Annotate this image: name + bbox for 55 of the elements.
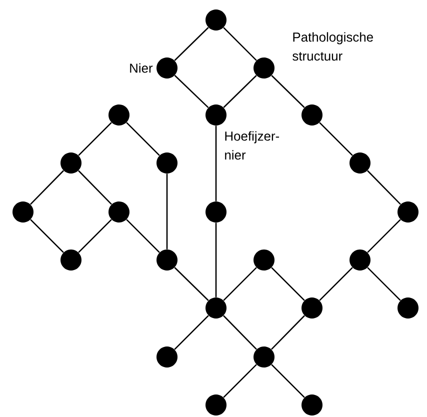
connector-line bbox=[174, 315, 209, 350]
connector-line bbox=[367, 267, 401, 301]
connector-line bbox=[126, 122, 160, 156]
dot bbox=[156, 58, 178, 78]
connector-line bbox=[319, 267, 353, 301]
connector-line bbox=[223, 27, 257, 61]
dot bbox=[302, 394, 322, 416]
connector-line bbox=[223, 315, 257, 350]
connector-line bbox=[271, 364, 305, 398]
dot bbox=[206, 104, 226, 126]
connector-line bbox=[78, 219, 112, 253]
connector-line bbox=[166, 174, 168, 250]
dot bbox=[108, 104, 130, 126]
dot bbox=[398, 202, 418, 222]
connector-line bbox=[174, 74, 209, 108]
connector-line bbox=[126, 219, 160, 253]
connector-line bbox=[223, 75, 257, 108]
connector-line bbox=[30, 219, 64, 253]
connector-line bbox=[78, 170, 112, 205]
dot bbox=[206, 394, 226, 416]
connector-line bbox=[319, 122, 353, 156]
connector-line bbox=[367, 219, 401, 253]
node-label: Hoefijzer- nier bbox=[225, 131, 280, 160]
connector-line bbox=[215, 222, 217, 298]
dot bbox=[156, 152, 178, 174]
dot bbox=[398, 298, 418, 318]
dot bbox=[254, 58, 274, 78]
node-label: Nier bbox=[130, 63, 153, 73]
dot bbox=[108, 202, 130, 222]
dot bbox=[60, 250, 82, 270]
connector-line bbox=[367, 170, 401, 205]
node-label: Pathologische structuur bbox=[292, 32, 373, 61]
dot bbox=[254, 250, 274, 270]
dot bbox=[302, 298, 322, 318]
dot bbox=[350, 250, 370, 270]
connector-line bbox=[271, 315, 305, 350]
connector-line bbox=[174, 27, 209, 61]
dot bbox=[254, 346, 274, 368]
connector-line bbox=[271, 267, 305, 301]
dot bbox=[60, 152, 82, 174]
dot bbox=[302, 104, 322, 126]
dot bbox=[12, 202, 34, 222]
connector-line bbox=[30, 170, 64, 205]
dot bbox=[156, 346, 178, 368]
dot bbox=[156, 250, 178, 270]
connector-line bbox=[215, 126, 217, 202]
dot bbox=[206, 298, 226, 318]
connector-line bbox=[223, 364, 257, 398]
connector-line bbox=[223, 267, 257, 301]
dot bbox=[206, 202, 226, 222]
connector-line bbox=[78, 122, 112, 156]
connector-line bbox=[174, 267, 209, 301]
dot bbox=[206, 10, 226, 30]
dot bbox=[350, 152, 370, 174]
connector-line bbox=[271, 75, 305, 108]
